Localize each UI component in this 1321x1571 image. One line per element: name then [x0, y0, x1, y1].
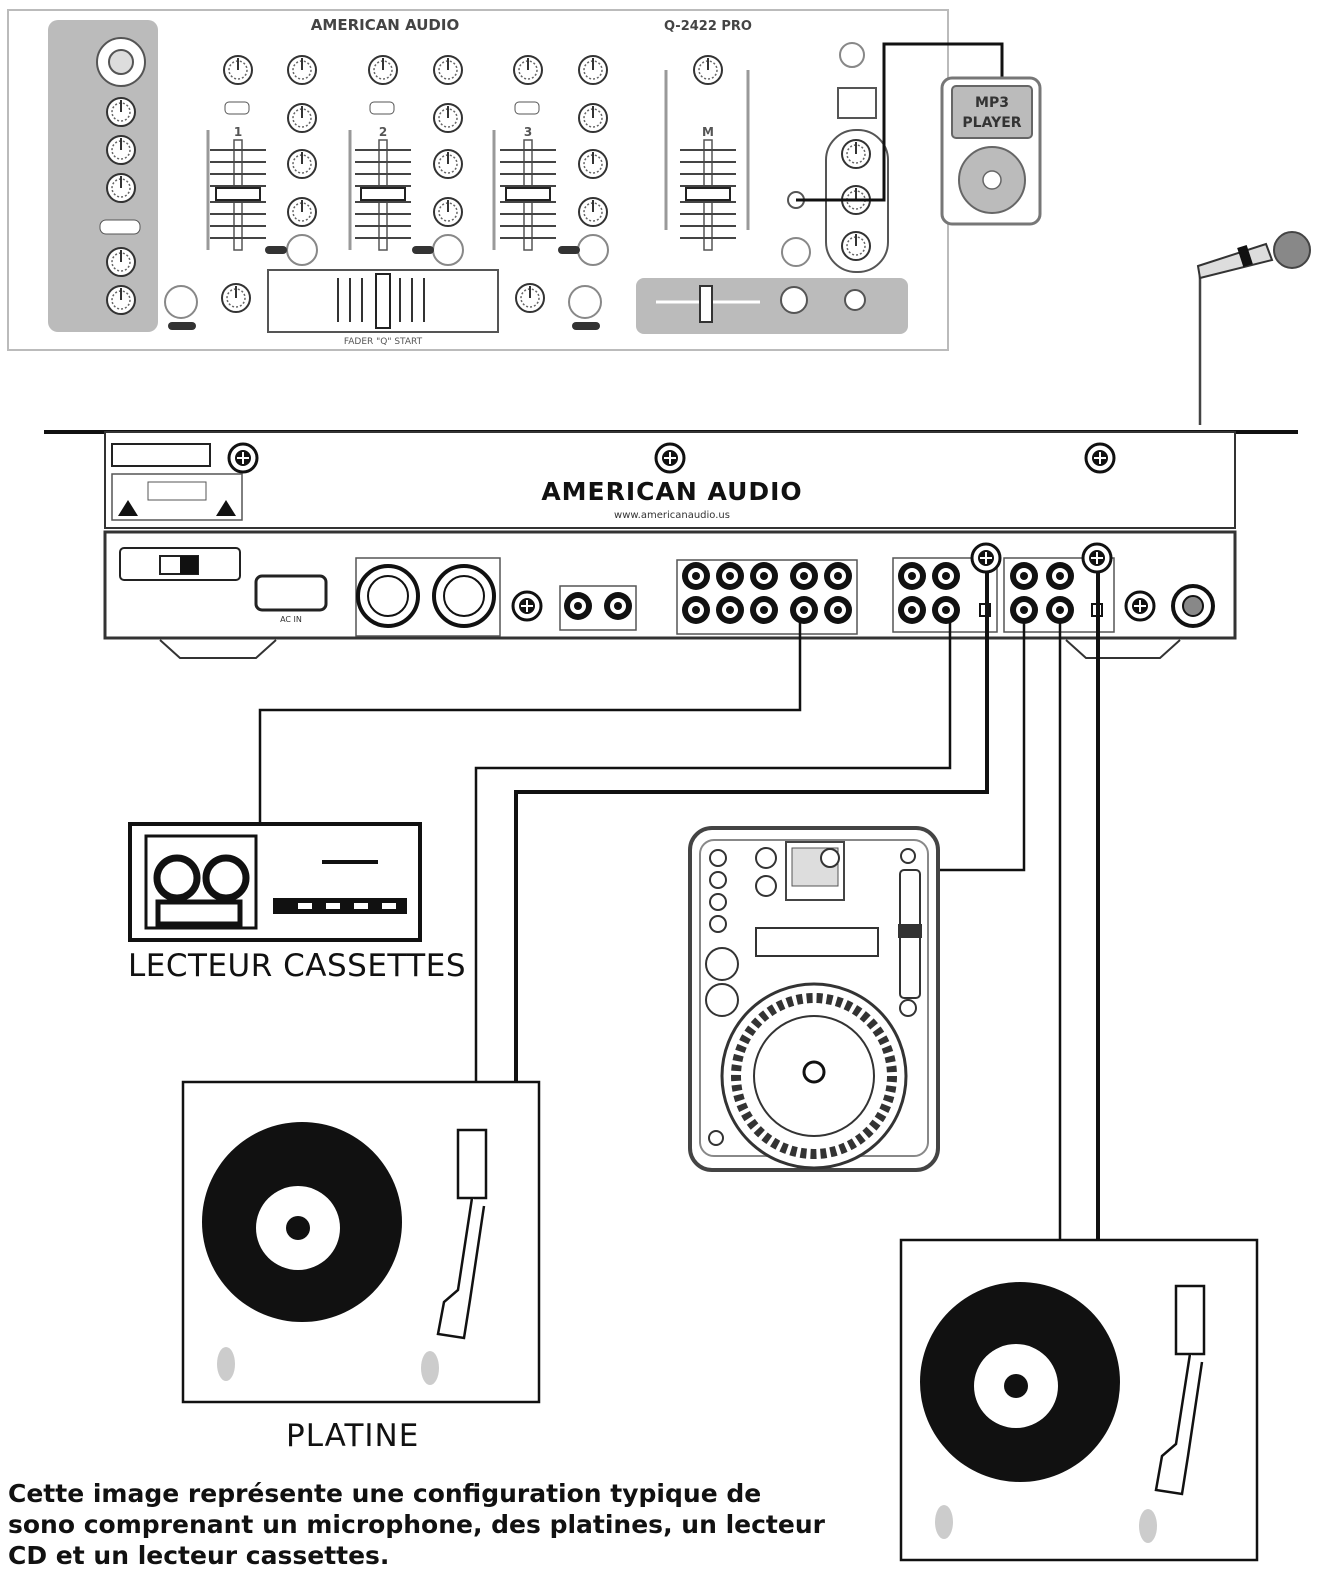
channel-number-2: 2 [379, 125, 387, 139]
rear-brand: AMERICAN AUDIO [541, 477, 802, 506]
cassette-deck [128, 822, 422, 942]
mp3-label-line1: MP3 [975, 95, 1009, 111]
cd-player [688, 826, 940, 1172]
mixer-rear-panel: AMERICAN AUDIO www.americanaudio.us AC I… [44, 430, 1298, 659]
mp3-cable [796, 42, 1004, 202]
turntable-left [181, 1080, 541, 1404]
mp3-player: MP3 PLAYER [940, 76, 1042, 226]
mixer-model: Q-2422 PRO [664, 19, 752, 34]
channel-number-m: M [702, 125, 714, 139]
cassette-label: LECTEUR CASSETTES [128, 948, 466, 984]
cables [258, 572, 1100, 1240]
caption-text: Cette image représente une configuration… [8, 1479, 825, 1570]
ac-in-label: AC IN [280, 615, 302, 624]
turntable-right [899, 1238, 1259, 1562]
mp3-label-line2: PLAYER [962, 115, 1021, 131]
mixer-top-panel: AMERICAN AUDIO Q-2422 PRO 1 2 3 M [7, 9, 949, 351]
turntable-label: PLATINE [286, 1418, 420, 1454]
microphone [1196, 231, 1311, 425]
channel-number-1: 1 [234, 125, 242, 139]
fader-start-label: FADER "Q" START [344, 337, 423, 347]
rear-url: www.americanaudio.us [614, 510, 730, 521]
mixer-brand: AMERICAN AUDIO [311, 16, 459, 34]
channel-number-3: 3 [524, 125, 532, 139]
